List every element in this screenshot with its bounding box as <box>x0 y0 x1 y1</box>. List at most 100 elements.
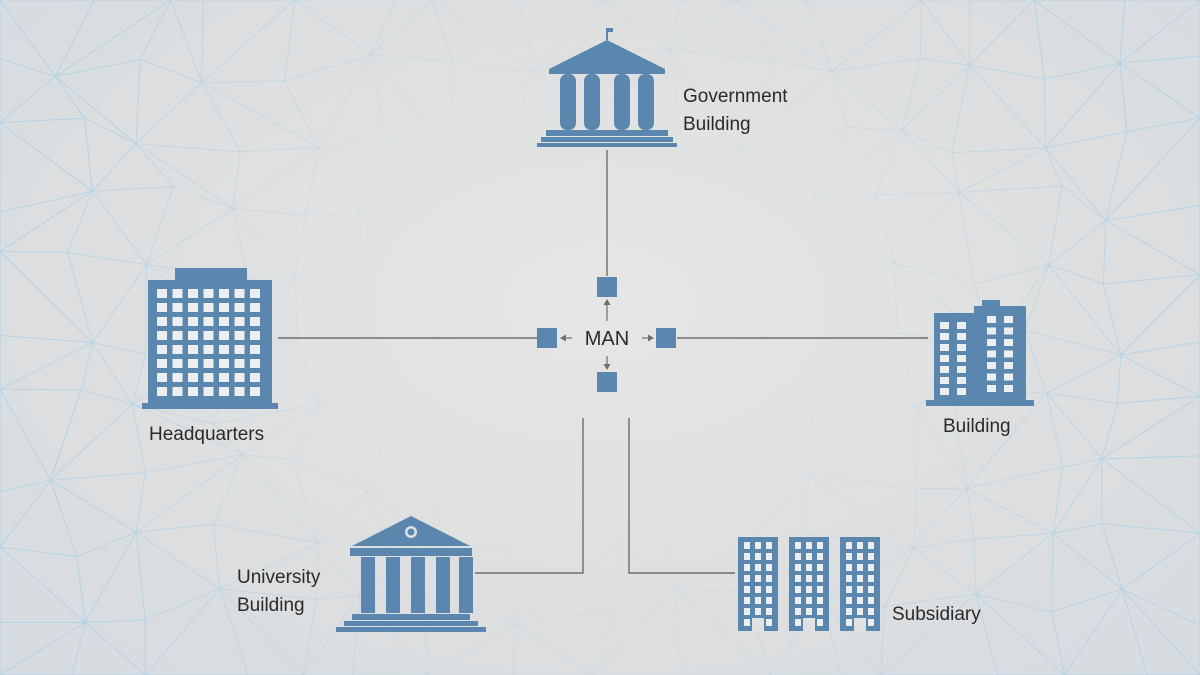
door <box>854 618 866 631</box>
window <box>857 608 863 615</box>
window <box>987 362 996 369</box>
mesh-edge <box>212 423 243 456</box>
window <box>172 317 183 326</box>
mesh-edge <box>674 540 751 589</box>
mesh-edge <box>578 0 601 55</box>
mesh-edge <box>305 147 320 216</box>
window <box>157 387 167 396</box>
mesh-edge <box>92 186 174 192</box>
window <box>219 345 229 354</box>
mesh-edge <box>0 117 85 123</box>
window <box>857 542 863 549</box>
mesh-edge <box>975 533 1054 595</box>
mesh-edge <box>201 80 285 83</box>
window <box>987 327 996 335</box>
mesh-edge <box>132 354 146 405</box>
mesh-edge <box>370 0 433 56</box>
mesh-edge <box>1117 395 1200 404</box>
mesh-edge <box>884 547 915 607</box>
mesh-edge <box>811 194 876 201</box>
mesh-edge <box>1048 264 1122 356</box>
mesh-edge <box>366 479 429 493</box>
mesh-edge <box>612 542 622 611</box>
mesh-edge <box>92 342 133 405</box>
mesh-edge <box>0 76 56 123</box>
mesh-edge <box>975 593 999 675</box>
mesh-edge <box>0 0 56 77</box>
window <box>203 317 214 326</box>
mesh-edge <box>514 609 614 626</box>
mesh-edge <box>831 71 849 128</box>
mesh-edge <box>54 76 137 145</box>
window <box>940 344 949 351</box>
mesh-edge <box>811 130 903 201</box>
mesh-edge <box>294 213 360 278</box>
mesh-edge <box>92 264 147 343</box>
window <box>744 608 750 615</box>
window <box>817 586 823 593</box>
mesh-edge <box>219 588 249 675</box>
window <box>940 333 949 340</box>
hub-port-bottom <box>597 372 617 392</box>
window <box>868 564 874 571</box>
mesh-edge <box>132 403 243 456</box>
window <box>857 575 863 582</box>
mesh-edge <box>294 215 306 278</box>
mesh-edge <box>808 399 816 476</box>
window <box>795 608 801 615</box>
mesh-edge <box>669 0 737 50</box>
window <box>795 542 801 549</box>
mesh-edge <box>951 152 960 193</box>
mesh-edge <box>0 546 86 623</box>
mesh-edge <box>1105 131 1128 221</box>
mesh-edge <box>303 594 361 675</box>
mesh-edge <box>213 524 221 589</box>
window <box>755 586 761 593</box>
mesh-edge <box>1046 392 1118 404</box>
mesh-edge <box>593 587 675 675</box>
mesh-edge <box>242 403 321 456</box>
mesh-edge <box>219 588 317 600</box>
mesh-edge <box>247 277 296 279</box>
three-towers-icon <box>738 537 880 631</box>
window <box>857 586 863 593</box>
mesh-edge <box>1052 533 1123 590</box>
mesh-edge <box>1051 588 1123 613</box>
window <box>957 366 966 373</box>
mesh-edge <box>145 454 243 474</box>
mesh-edge <box>320 403 368 493</box>
mesh-edge <box>294 0 372 56</box>
mesh-edge <box>973 532 1054 540</box>
label-line: University <box>237 567 321 588</box>
mesh-edge <box>292 459 319 543</box>
mesh-edge <box>1121 532 1200 590</box>
mesh-edge <box>295 277 365 286</box>
mesh-edge <box>76 531 137 558</box>
window <box>234 317 245 326</box>
mesh-edge <box>916 405 968 489</box>
mesh-edge <box>1103 283 1122 356</box>
mesh-edge <box>0 622 86 675</box>
mesh-edge <box>1117 355 1122 404</box>
mesh-edge <box>1064 588 1123 675</box>
mesh-edge <box>144 264 147 355</box>
window <box>188 331 198 340</box>
mesh-edge <box>358 138 386 214</box>
window <box>987 339 996 346</box>
window <box>234 289 245 298</box>
mesh-edge <box>1046 354 1122 394</box>
mesh-edge <box>54 76 86 119</box>
mesh-edge <box>370 54 451 155</box>
mesh-edge <box>913 547 977 595</box>
mesh-edge <box>201 0 204 83</box>
mesh-edge <box>318 138 385 148</box>
mesh-edge <box>669 0 682 50</box>
window <box>1004 339 1013 346</box>
mesh-edge <box>808 475 917 489</box>
mesh-edge <box>284 54 372 82</box>
mesh-edge <box>1101 455 1200 460</box>
mesh-edge <box>1101 458 1200 534</box>
mesh-edge <box>296 343 321 404</box>
window <box>766 542 772 549</box>
mesh-edge <box>736 0 776 63</box>
